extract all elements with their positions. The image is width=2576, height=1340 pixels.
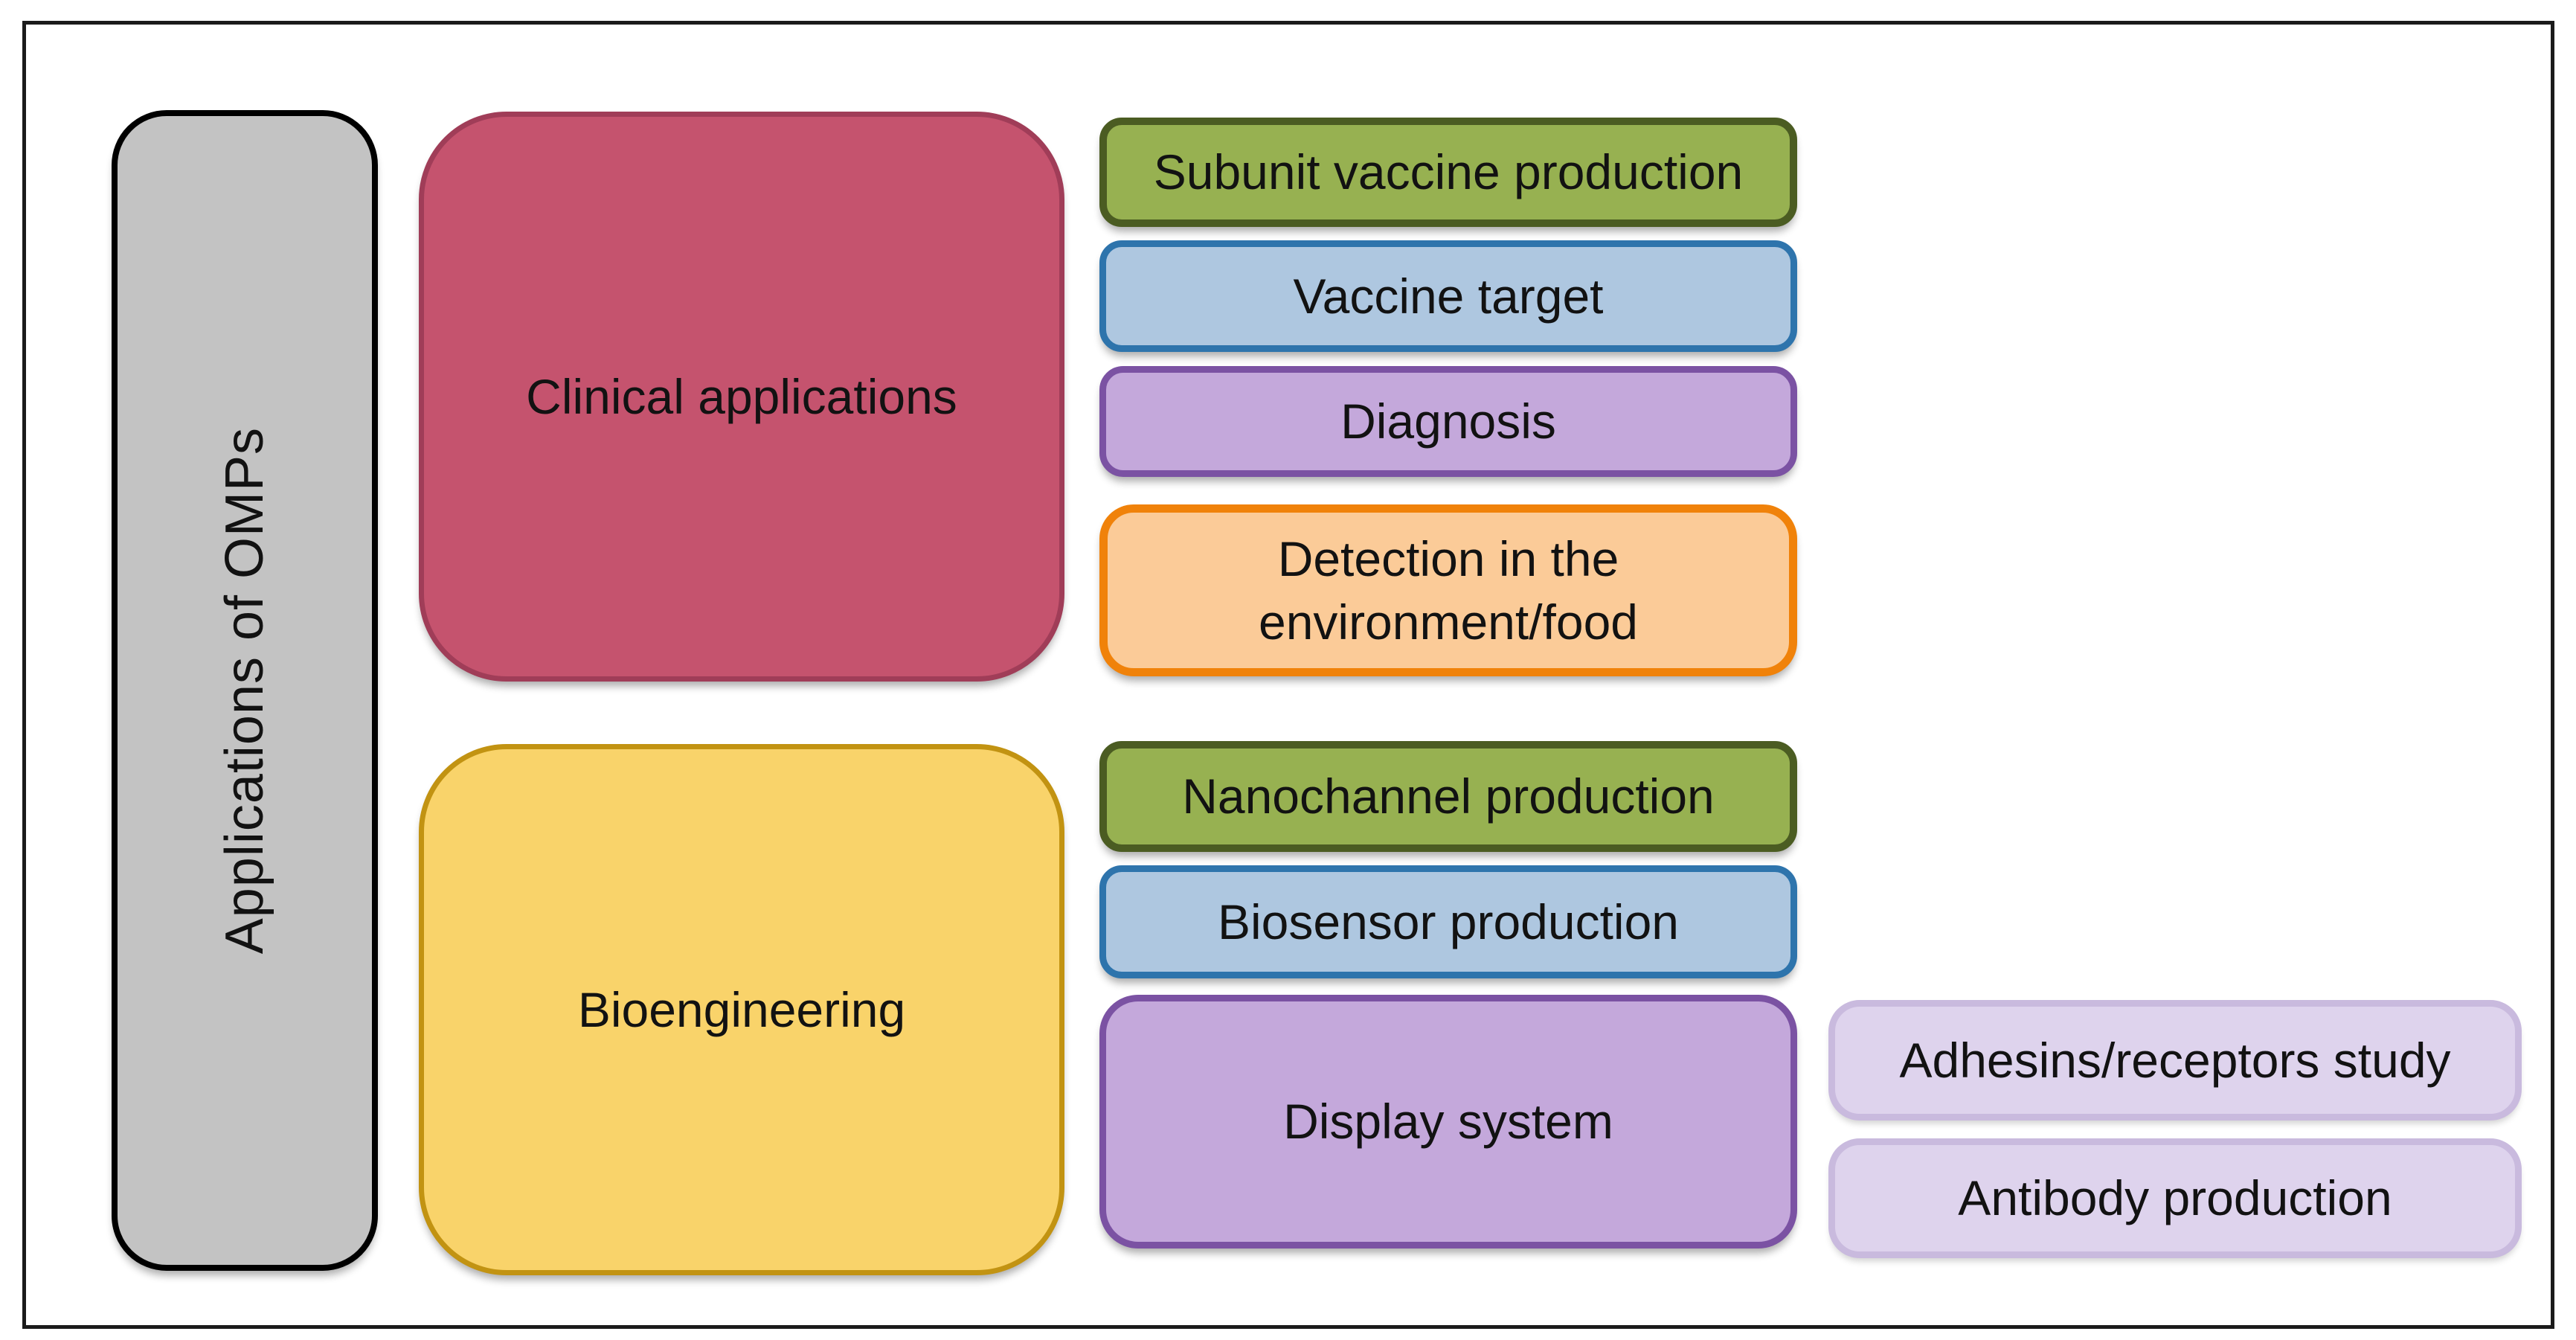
clinical-applications-box: Clinical applications: [419, 112, 1064, 682]
vaccine-target-label: Vaccine target: [1293, 268, 1604, 324]
adhesins-receptors-study-label: Adhesins/receptors study: [1899, 1032, 2451, 1088]
detection-environment-food-box: Detection in the environment/food: [1099, 504, 1797, 676]
biosensor-production-box: Biosensor production: [1099, 865, 1797, 978]
applications-of-omps-bar: Applications of OMPs: [112, 110, 378, 1271]
antibody-production-box: Antibody production: [1828, 1138, 2522, 1258]
display-system-label: Display system: [1283, 1094, 1613, 1150]
nanochannel-production-box: Nanochannel production: [1099, 741, 1797, 852]
diagnosis-box: Diagnosis: [1099, 366, 1797, 477]
display-system-box: Display system: [1099, 995, 1797, 1248]
subunit-vaccine-production-label: Subunit vaccine production: [1153, 144, 1744, 200]
bioengineering-label: Bioengineering: [577, 981, 906, 1037]
biosensor-production-label: Biosensor production: [1217, 894, 1680, 949]
subunit-vaccine-production-box: Subunit vaccine production: [1099, 118, 1797, 227]
adhesins-receptors-study-box: Adhesins/receptors study: [1828, 1000, 2522, 1121]
diagnosis-label: Diagnosis: [1340, 394, 1556, 449]
vaccine-target-box: Vaccine target: [1099, 240, 1797, 352]
antibody-production-label: Antibody production: [1958, 1170, 2392, 1226]
bioengineering-box: Bioengineering: [419, 744, 1064, 1275]
nanochannel-production-label: Nanochannel production: [1182, 769, 1715, 824]
clinical-applications-label: Clinical applications: [526, 368, 957, 424]
applications-of-omps-label: Applications of OMPs: [214, 426, 274, 955]
detection-environment-food-label: Detection in the environment/food: [1259, 531, 1638, 650]
